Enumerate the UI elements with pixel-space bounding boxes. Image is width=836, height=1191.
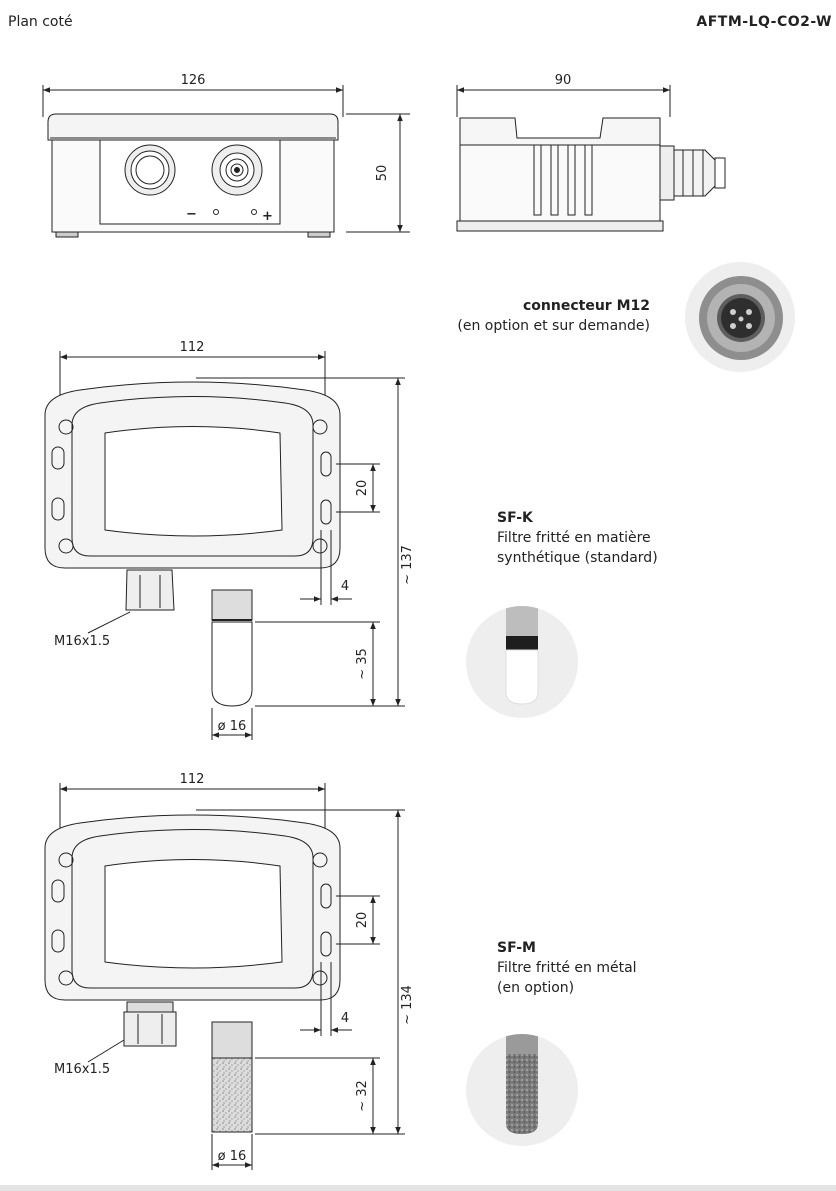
dim-a-slot-spacing: 20: [355, 480, 370, 497]
sfm-title: SF-M: [497, 940, 536, 956]
minus-label: −: [186, 207, 197, 222]
sfm-line2: (en option): [497, 980, 575, 996]
dim-b-total-height: ~ 134: [400, 985, 415, 1025]
dim-a-diameter: ø 16: [218, 719, 247, 734]
dim-b-width: 112: [180, 772, 205, 787]
connector-subtitle: (en option et sur demande): [457, 318, 650, 334]
sfm-line1: Filtre fritté en métal: [497, 960, 637, 976]
connector-caption: connecteur M12 (en option et sur demande…: [420, 296, 650, 336]
plastic-filter-icon: [505, 606, 539, 705]
m12-connector-photo: [685, 262, 795, 372]
sfm-caption: SF-M Filtre fritté en métal (en option): [497, 938, 737, 998]
side-view-housing: [456, 85, 726, 232]
side-cable-gland-icon: [659, 145, 726, 201]
dim-a-thread: M16x1.5: [54, 634, 110, 649]
sfk-line2: synthétique (standard): [497, 550, 658, 566]
dim-a-slot-width: 4: [341, 579, 349, 594]
sfk-title: SF-K: [497, 510, 533, 526]
dim-b-thread: M16x1.5: [54, 1062, 110, 1077]
gland-a-icon: [125, 569, 175, 611]
m12-connector-icon: [699, 276, 783, 360]
dim-b-slot-spacing: 20: [355, 912, 370, 929]
dim-a-width: 112: [180, 340, 205, 355]
dim-b-slot-width: 4: [341, 1011, 349, 1026]
page-header-left: Plan coté: [8, 14, 73, 30]
gland-b-icon: [123, 1001, 177, 1047]
front-view-housing: [42, 85, 410, 238]
metal-filter-icon: [506, 1034, 538, 1134]
sfm-filter-photo: [466, 1034, 578, 1146]
dim-front-height: 50: [375, 165, 390, 182]
connector-title: connecteur M12: [523, 298, 650, 314]
dim-a-total-height: ~ 137: [400, 545, 415, 585]
dim-b-probe-length: ~ 32: [355, 1080, 370, 1112]
connector-socket-icon: [211, 144, 263, 196]
footer-bar: [0, 1185, 836, 1191]
product-code: AFTM-LQ-CO2-W: [696, 14, 832, 30]
cable-gland-icon: [124, 144, 176, 196]
front-housing-sfm: [44, 783, 405, 1170]
dim-b-diameter: ø 16: [218, 1149, 247, 1164]
dim-side-width: 90: [555, 73, 572, 88]
sfk-filter-photo: [466, 606, 578, 718]
plus-label: +: [262, 209, 273, 224]
sfk-caption: SF-K Filtre fritté en matière synthétiqu…: [497, 508, 737, 568]
dim-front-width: 126: [181, 73, 206, 88]
sfk-line1: Filtre fritté en matière: [497, 530, 651, 546]
front-housing-sfk: [44, 351, 405, 740]
dim-a-probe-length: ~ 35: [355, 648, 370, 680]
